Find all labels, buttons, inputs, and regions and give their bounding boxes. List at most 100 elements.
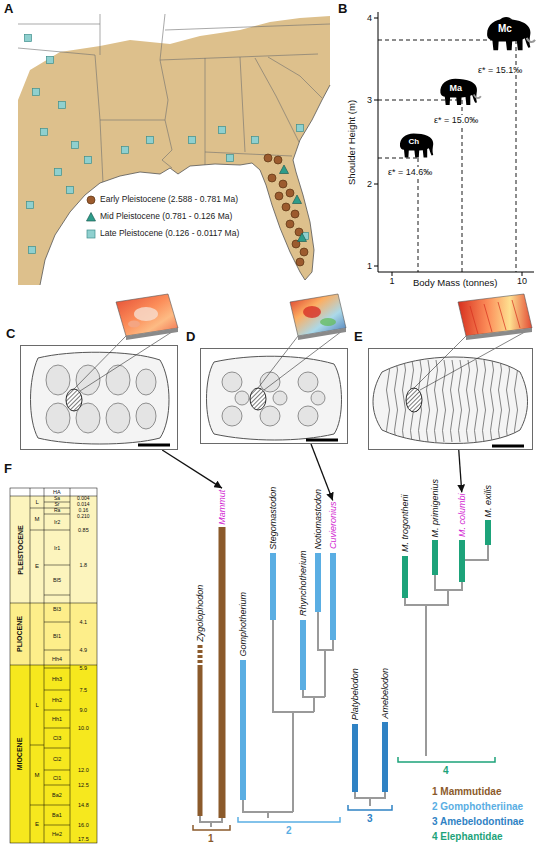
label-box: 0.004 [77,496,90,502]
legend-text: 3 Amebelodontinae [432,816,524,827]
label-box: M. primigenius [430,478,440,537]
phylogeny-branch-part [355,792,385,806]
taxon-node: Cuvieronius [328,501,338,549]
label-box: 1.8 [80,562,88,568]
mammut-molar-part [126,328,178,340]
mammut-molar-part-part [76,365,100,395]
dashed-guide-part [378,100,462,272]
state-borders [18,14,330,183]
land-mammal-age: Cl2 [53,756,61,762]
timescale-table-part-part [10,496,97,665]
label-box: 0.210 [77,514,90,520]
tick-label: 3 [367,95,372,105]
cuvieronius-molar-part [320,318,336,326]
state-borders-part [18,24,100,25]
epoch-name: MIOCENE [16,738,23,771]
taxon-name: Cuvieronius [328,501,338,549]
label-box: MIOCENE [16,738,24,771]
label-box: Bl1 [53,633,61,639]
label-box: Stegomastodon [268,486,278,549]
late-site-marker [189,137,196,144]
label-box: 12.5 [78,782,89,788]
late-site-marker [252,137,259,144]
label-box: Sr [55,502,60,508]
subepoch-name: M [35,772,40,778]
mammoth-molar-part [414,328,532,390]
land-mammal-age: Cl3 [53,735,61,741]
label-box: 2 [367,179,372,189]
lineage-bar [432,540,438,575]
early-site-marker [279,180,287,188]
label-box: E [35,821,39,828]
tick-label: 1 [390,276,395,286]
label-box: Hh1 [52,716,62,722]
label-box: E [35,563,39,570]
legend-text: Early Pleistocene (2.588 - 0.781 Ma) [99,195,239,205]
late-site-marker [297,125,304,132]
label-box: M. exilis [483,484,493,517]
label-box: Amebelodon [380,667,390,718]
panel-letter: E [354,330,363,345]
mammoth-molar-part [466,328,532,340]
label-box: 17.5 [78,836,89,842]
age-value: 5.9 [80,665,88,671]
label-box: Ba1 [52,812,62,818]
legend-swatch [86,229,96,239]
label-box: Bl3 [53,606,61,612]
tick-label: 2 [367,179,372,189]
panel-letter: D [186,330,195,345]
age-value: 1.8 [80,562,88,568]
legend-marker [87,213,96,222]
silhouette-label: Ma [450,83,463,93]
cuvieronius-molar-part [222,372,325,426]
taxon-name: Zygolophodon [195,584,205,641]
proboscidean-silhouette-part [487,19,530,50]
taxon-node: M. columbi [457,493,467,537]
timescale-table-part [10,496,97,603]
lineage-bar [198,645,203,665]
label-box: 5.9 [80,665,88,671]
taxon-name: Notiomastodon [313,488,323,549]
label-box: 9.0 [80,707,88,713]
label-box: Hh4 [52,656,62,662]
label-box: Cl2 [53,756,61,762]
lineage-bar [240,660,246,800]
label-box: 10.0 [78,725,89,731]
label-box: M. trogontherii [400,494,410,552]
label-box: 0.16 [79,508,89,514]
late-site-marker [67,187,74,194]
legend-text: Late Pleistocene (0.126 - 0.0117 Ma) [99,229,240,239]
taxon-name: M. trogontherii [400,494,410,552]
late-site-marker [41,129,48,136]
size-chart [374,12,534,276]
label-box: ε* = 15.0‰ [433,115,479,125]
label-box: Cl1 [53,775,61,781]
phylogeny-branch [200,545,488,827]
label-box: 0.85 [78,527,89,533]
pointer-arrow [459,450,462,492]
lineage-bars [200,520,488,818]
early-site-marker [300,248,308,256]
size-chart-part [374,18,522,276]
tick-label: 1 [367,261,372,271]
age-value: 0.16 [79,507,89,513]
age-value: 10.0 [78,725,89,731]
early-site-marker [286,220,294,228]
label-box: 1 [367,261,372,271]
isotope-value: ε* = 14.6‰ [387,167,433,177]
label-box: Ir1 [54,545,60,551]
legend-entry: 2 Gomphotheriinae [432,801,523,813]
early-site-marker [268,174,276,182]
late-site-marker [122,147,129,154]
label-box: F [4,462,12,477]
mammut-molar [31,294,179,445]
mammoth-molar-part [470,300,520,334]
label-box: 4.9 [80,647,88,653]
late-site-marker [29,247,36,254]
lineage-bar [300,620,306,690]
isotope-value: ε* = 15.0‰ [433,115,479,125]
range-map-part [18,16,330,285]
mammut-molar-part [128,321,140,328]
label-box: 4 [367,13,372,23]
fossil-sites [25,35,309,267]
